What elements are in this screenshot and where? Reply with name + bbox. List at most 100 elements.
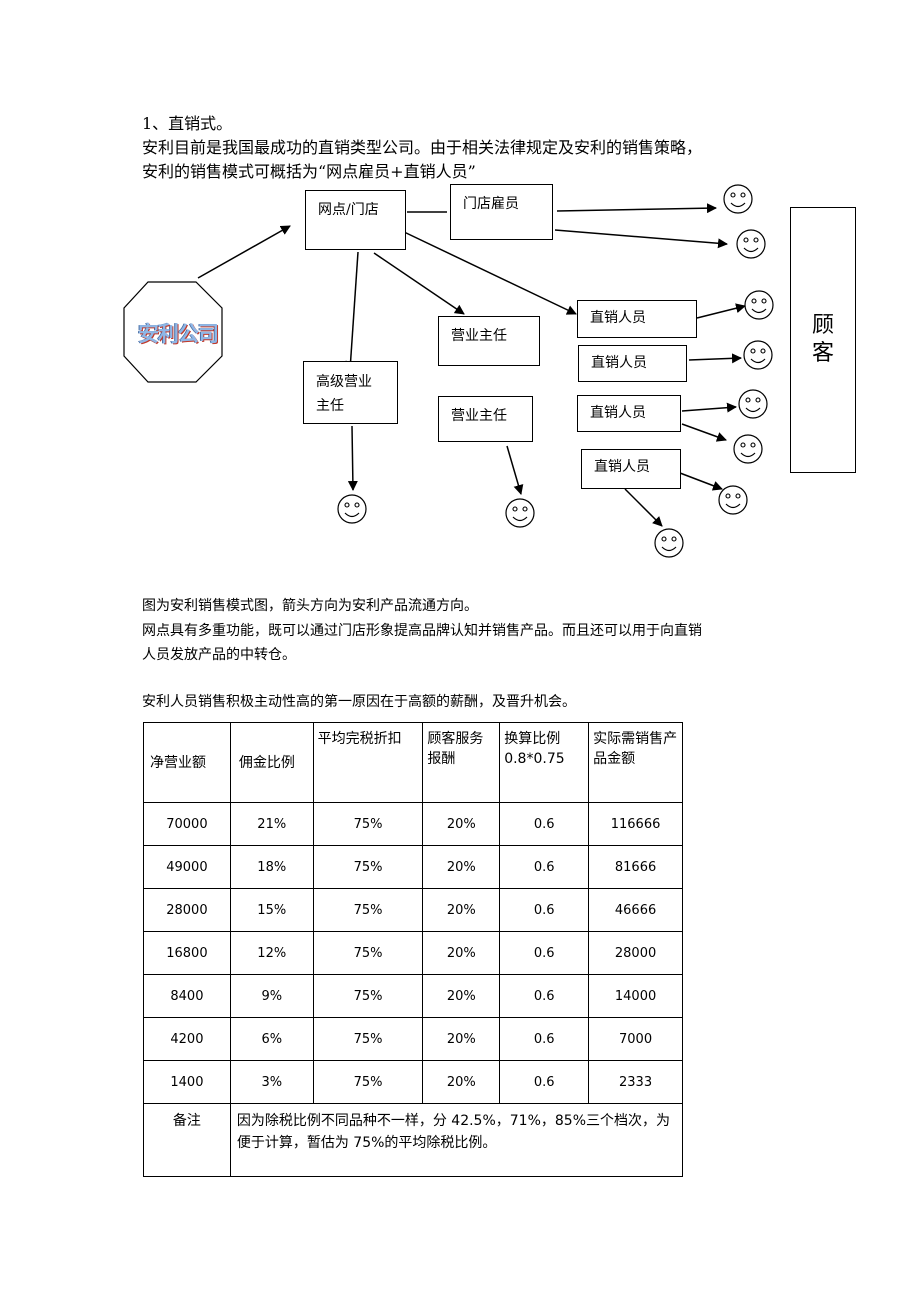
table-cell: 2333 xyxy=(588,1060,683,1104)
direct-sales-node-3: 直销人员 xyxy=(577,395,681,432)
store-label: 网点/门店 xyxy=(318,202,379,218)
table-cell: 4200 xyxy=(143,1017,231,1061)
manager-label-2: 营业主任 xyxy=(451,408,507,424)
table-cell: 20% xyxy=(422,888,501,932)
customer-smiley-icon xyxy=(738,389,768,419)
direct-sales-node-1: 直销人员 xyxy=(577,300,697,338)
manager-node-1: 营业主任 xyxy=(438,316,540,366)
table-cell: 28000 xyxy=(588,931,683,975)
table-cell: 75% xyxy=(312,974,424,1018)
note-label: 备注 xyxy=(143,1103,231,1177)
table-row: 4200 6% 75% 20% 0.6 7000 xyxy=(143,1017,683,1061)
table-cell: 0.6 xyxy=(499,1060,590,1104)
table-header-row: 净营业额 佣金比例 平均完税折扣 顾客服务报酬 换算比例 0.8*0.75 实际… xyxy=(143,722,683,803)
direct-sales-label: 直销人员 xyxy=(590,310,646,326)
customer-label: 顾客 xyxy=(811,313,834,366)
manager-node-2: 营业主任 xyxy=(438,396,533,442)
header-service-reward: 顾客服务报酬 xyxy=(422,722,501,803)
senior-manager-label: 高级营业主任 xyxy=(316,374,372,414)
table-cell: 70000 xyxy=(143,802,231,846)
customer-smiley-icon xyxy=(733,434,763,464)
commission-table: 净营业额 佣金比例 平均完税折扣 顾客服务报酬 换算比例 0.8*0.75 实际… xyxy=(143,722,684,1177)
table-cell: 20% xyxy=(422,1060,501,1104)
table-cell: 3% xyxy=(229,1060,314,1104)
direct-sales-label: 直销人员 xyxy=(594,459,650,475)
store-staff-label: 门店雇员 xyxy=(463,196,519,212)
table-cell: 75% xyxy=(312,1060,424,1104)
table-cell: 20% xyxy=(422,931,501,975)
table-cell: 0.6 xyxy=(499,802,590,846)
header-actual-sales: 实际需销售产品金额 xyxy=(588,722,683,803)
table-row: 1400 3% 75% 20% 0.6 2333 xyxy=(143,1060,683,1104)
table-cell: 0.6 xyxy=(499,974,590,1018)
table-note-row: 备注 因为除税比例不同品种不一样，分 42.5%，71%，85%三个档次，为便于… xyxy=(143,1103,684,1177)
store-node: 网点/门店 xyxy=(305,190,406,250)
paragraph-1-cont: 人员发放产品的中转仓。 xyxy=(142,647,296,663)
table-cell: 75% xyxy=(312,931,424,975)
note-text: 因为除税比例不同品种不一样，分 42.5%，71%，85%三个档次，为便于计算，… xyxy=(229,1103,684,1177)
table-cell: 0.6 xyxy=(499,845,590,889)
customer-smiley-icon xyxy=(718,485,748,515)
table-cell: 0.6 xyxy=(499,1017,590,1061)
table-cell: 6% xyxy=(229,1017,314,1061)
header-tax-discount: 平均完税折扣 xyxy=(312,722,424,803)
table-row: 16800 12% 75% 20% 0.6 28000 xyxy=(143,931,683,975)
manager-label-1: 营业主任 xyxy=(451,328,507,344)
intro-line-1: 安利目前是我国最成功的直销类型公司。由于相关法律规定及安利的销售策略， xyxy=(142,138,703,157)
customer-node: 顾客 xyxy=(790,207,856,473)
table-cell: 75% xyxy=(312,845,424,889)
table-row: 49000 18% 75% 20% 0.6 81666 xyxy=(143,845,683,889)
table-cell: 75% xyxy=(312,888,424,932)
table-cell: 46666 xyxy=(588,888,683,932)
customer-smiley-icon xyxy=(505,498,535,528)
company-octagon xyxy=(123,281,223,383)
paragraph-1: 网点具有多重功能，既可以通过门店形象提高品牌认知并销售产品。而且还可以用于向直销 xyxy=(142,623,702,639)
header-commission-rate: 佣金比例 xyxy=(229,722,314,803)
table-cell: 7000 xyxy=(588,1017,683,1061)
customer-smiley-icon xyxy=(743,340,773,370)
customer-smiley-icon xyxy=(736,229,766,259)
table-cell: 8400 xyxy=(143,974,231,1018)
store-staff-node: 门店雇员 xyxy=(450,184,553,240)
table-cell: 9% xyxy=(229,974,314,1018)
customer-smiley-icon xyxy=(337,494,367,524)
table-cell: 12% xyxy=(229,931,314,975)
table-cell: 116666 xyxy=(588,802,683,846)
table-cell: 20% xyxy=(422,1017,501,1061)
table-cell: 20% xyxy=(422,974,501,1018)
direct-sales-node-4: 直销人员 xyxy=(581,449,681,489)
table-cell: 16800 xyxy=(143,931,231,975)
table-cell: 1400 xyxy=(143,1060,231,1104)
table-cell: 20% xyxy=(422,845,501,889)
table-row: 8400 9% 75% 20% 0.6 14000 xyxy=(143,974,683,1018)
customer-smiley-icon xyxy=(654,528,684,558)
header-net-sales: 净营业额 xyxy=(143,722,231,803)
paragraph-2: 安利人员销售积极主动性高的第一原因在于高额的薪酬，及晋升机会。 xyxy=(142,694,576,710)
table-cell: 75% xyxy=(312,802,424,846)
table-cell: 0.6 xyxy=(499,888,590,932)
table-row: 28000 15% 75% 20% 0.6 46666 xyxy=(143,888,683,932)
direct-sales-node-2: 直销人员 xyxy=(578,345,687,382)
table-cell: 18% xyxy=(229,845,314,889)
customer-smiley-icon xyxy=(744,290,774,320)
table-cell: 15% xyxy=(229,888,314,932)
section-heading: 1、直销式。 xyxy=(142,114,233,133)
diagram-caption: 图为安利销售模式图，箭头方向为安利产品流通方向。 xyxy=(142,598,478,614)
table-row: 70000 21% 75% 20% 0.6 116666 xyxy=(143,802,683,846)
table-cell: 81666 xyxy=(588,845,683,889)
table-cell: 21% xyxy=(229,802,314,846)
intro-line-2: 安利的销售模式可概括为“网点雇员+直销人员” xyxy=(142,162,476,181)
header-conversion-ratio: 换算比例 0.8*0.75 xyxy=(499,722,590,803)
sales-model-diagram xyxy=(123,184,774,558)
table-cell: 28000 xyxy=(143,888,231,932)
table-cell: 20% xyxy=(422,802,501,846)
direct-sales-label: 直销人员 xyxy=(591,355,647,371)
direct-sales-label: 直销人员 xyxy=(590,405,646,421)
amway-logo: 安利公司 xyxy=(138,322,219,346)
table-cell: 75% xyxy=(312,1017,424,1061)
customer-smiley-icon xyxy=(723,184,753,214)
senior-manager-node: 高级营业主任 xyxy=(303,361,398,424)
table-cell: 14000 xyxy=(588,974,683,1018)
table-cell: 0.6 xyxy=(499,931,590,975)
table-cell: 49000 xyxy=(143,845,231,889)
